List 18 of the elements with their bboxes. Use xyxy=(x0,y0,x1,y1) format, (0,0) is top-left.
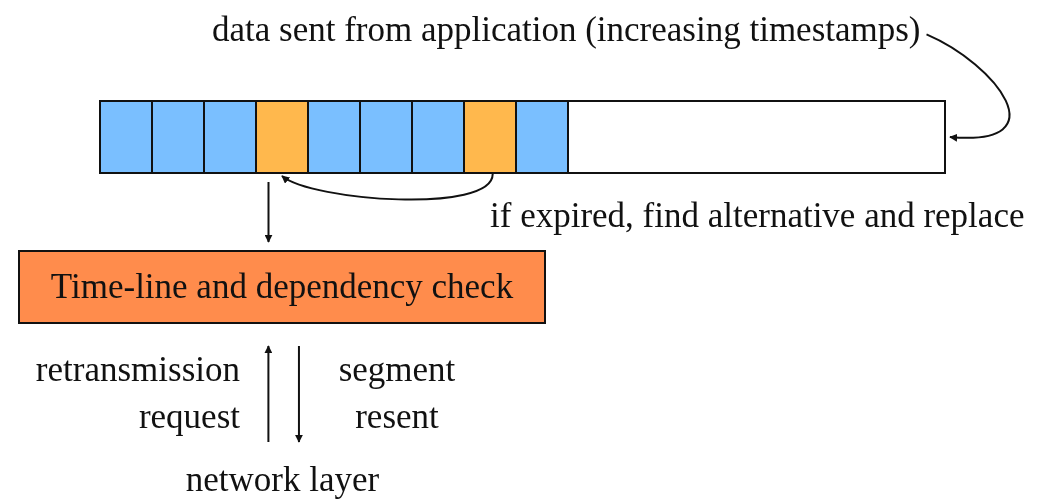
arrow xyxy=(294,345,303,443)
buffer-cell xyxy=(359,100,413,174)
arrow xyxy=(925,33,1011,142)
buffer-bar xyxy=(99,100,946,174)
layer-text: network layer xyxy=(165,460,400,500)
arrow xyxy=(281,173,494,201)
buffer-cell xyxy=(411,100,465,174)
arrow xyxy=(264,181,273,243)
buffer-cell xyxy=(99,100,153,174)
buffer-cell xyxy=(463,100,517,174)
buffer-cell xyxy=(307,100,361,174)
process-box: Time-line and dependency check xyxy=(18,250,546,324)
caption-text: data sent from application (increasing timestamps) xyxy=(212,8,921,52)
arrow xyxy=(264,345,273,443)
buffer-cell xyxy=(203,100,257,174)
buffer-cell xyxy=(515,100,569,174)
buffer-cell xyxy=(151,100,205,174)
buffer-cell xyxy=(255,100,309,174)
